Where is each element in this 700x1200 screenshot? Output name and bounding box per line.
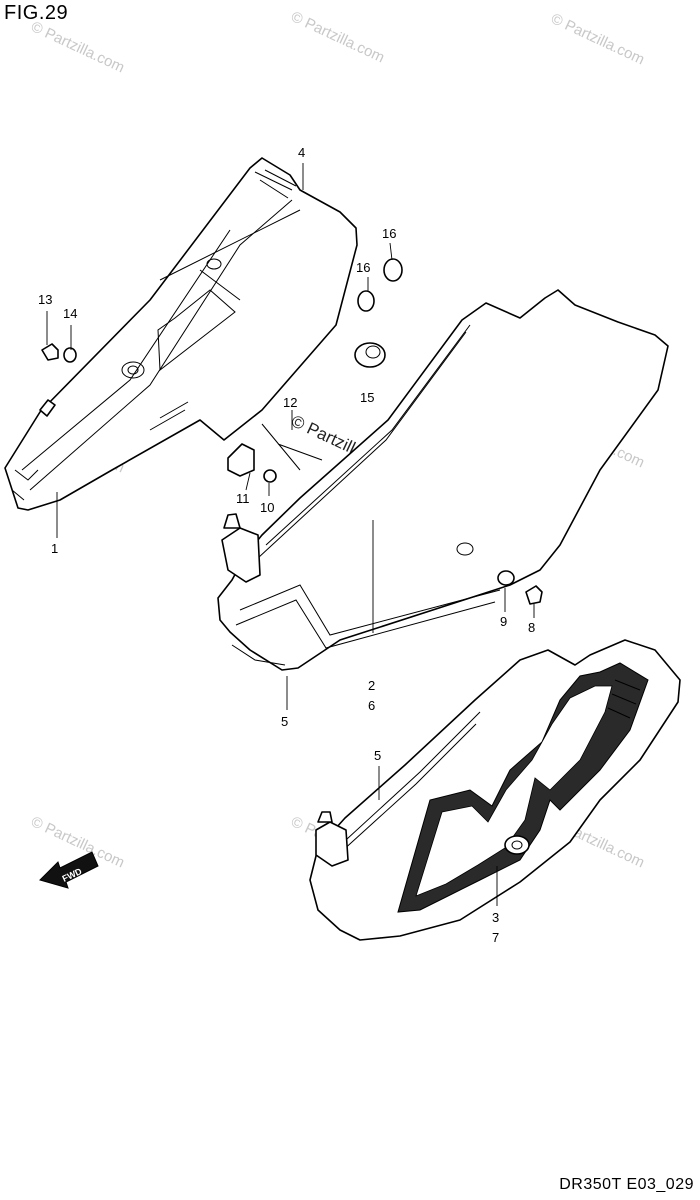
hardware-parts <box>41 258 543 605</box>
callout-4: 4 <box>298 145 305 160</box>
washer-9 <box>497 570 515 586</box>
bolt-8 <box>525 585 543 605</box>
callout-10: 10 <box>260 500 274 515</box>
callout-2: 2 <box>368 678 375 693</box>
callouts: 1 2 6 3 7 4 5 5 8 9 10 11 12 13 14 15 16… <box>38 145 535 945</box>
callout-13: 13 <box>38 292 52 307</box>
callout-6: 6 <box>368 698 375 713</box>
watermark: © Partzilla.com <box>288 8 387 66</box>
screw-13 <box>41 343 59 361</box>
frame-cover-right <box>217 289 669 671</box>
grommet-15 <box>354 342 386 368</box>
watermark: © Partzilla.com <box>28 18 127 76</box>
callout-12: 12 <box>283 395 297 410</box>
washer-14 <box>63 347 77 363</box>
figure-title: FIG.29 <box>4 2 69 24</box>
collar-16a <box>357 290 375 312</box>
callout-9: 9 <box>500 614 507 629</box>
callout-16-upper: 16 <box>382 226 396 241</box>
forward-direction-arrow: FWD <box>39 851 99 889</box>
figure-code: DR350T E03_029 <box>559 1176 694 1193</box>
callout-8: 8 <box>528 620 535 635</box>
callout-7: 7 <box>492 930 499 945</box>
collar-16b <box>383 258 403 282</box>
leader-lines <box>46 163 535 906</box>
callout-5-lower: 5 <box>374 748 381 763</box>
bracket-11 <box>227 443 255 477</box>
callout-11: 11 <box>236 491 250 506</box>
frame-cover-lower <box>309 639 681 941</box>
callout-5-upper: 5 <box>281 714 288 729</box>
callout-3: 3 <box>492 910 499 925</box>
watermark: © Partzilla.com <box>548 10 647 68</box>
callout-16-lower: 16 <box>356 260 370 275</box>
callout-14: 14 <box>63 306 77 321</box>
rod-12 <box>261 423 323 471</box>
callout-15: 15 <box>360 390 374 405</box>
nut-10 <box>263 469 277 483</box>
callout-1: 1 <box>51 541 58 556</box>
frame-cover-left <box>4 157 358 511</box>
